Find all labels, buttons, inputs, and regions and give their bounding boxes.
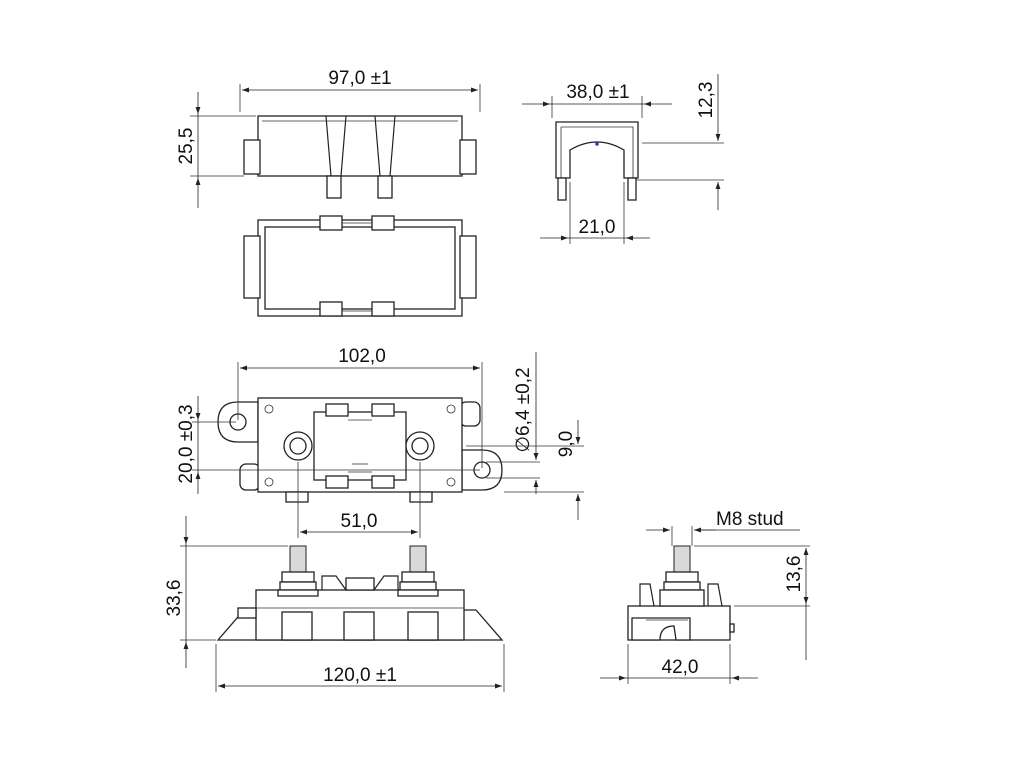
dim-label: 9,0 — [556, 431, 577, 457]
dim-label: 21,0 — [579, 217, 616, 238]
dim-plan-hole-spacing: 20,0 ±0,3 — [176, 396, 480, 494]
dim-end-width: 38,0 ±1 — [522, 82, 672, 118]
dim-label: 97,0 ±1 — [328, 68, 391, 89]
dim-top-height: 25,5 — [176, 92, 256, 208]
dim-label: 120,0 ±1 — [323, 665, 397, 686]
dim-end-base-width: 42,0 — [600, 644, 758, 684]
dim-end-height: 12,3 — [636, 74, 724, 210]
dim-label: 25,5 — [176, 128, 197, 165]
dim-plan-width: 102,0 — [237, 346, 483, 468]
base-side-view — [216, 545, 504, 641]
dim-label: 12,3 — [696, 82, 717, 119]
cover-side-view — [243, 115, 477, 199]
dim-label: 13,6 — [784, 556, 805, 593]
dim-label: 20,0 ±0,3 — [176, 404, 197, 483]
dim-label: 33,6 — [164, 580, 185, 617]
dim-side-height: 33,6 — [164, 516, 288, 668]
cover-plan-view — [243, 215, 477, 317]
dim-plan-offset: 9,0 — [466, 420, 584, 520]
dim-label: M8 stud — [716, 509, 784, 530]
dim-label: 38,0 ±1 — [566, 82, 629, 103]
base-end-view — [627, 545, 735, 641]
cover-end-view — [555, 121, 639, 201]
dim-label: 42,0 — [662, 657, 699, 678]
dim-end-base-stud-height: 13,6 — [694, 545, 810, 660]
dim-top-width: 97,0 ±1 — [239, 68, 481, 112]
dim-label: ∅6,4 ±0,2 — [513, 367, 534, 452]
dim-label: 51,0 — [341, 511, 378, 532]
dim-side-length: 120,0 ±1 — [215, 644, 505, 692]
dim-plan-hole-diameter: ∅6,4 ±0,2 — [486, 352, 540, 494]
base-plan-view — [217, 397, 503, 503]
dim-end-inner-width: 21,0 — [540, 182, 650, 244]
dim-label: 102,0 — [338, 346, 386, 367]
dim-plan-stud-spacing: 51,0 — [297, 462, 421, 538]
dim-end-base-stud: M8 stud — [646, 509, 800, 546]
